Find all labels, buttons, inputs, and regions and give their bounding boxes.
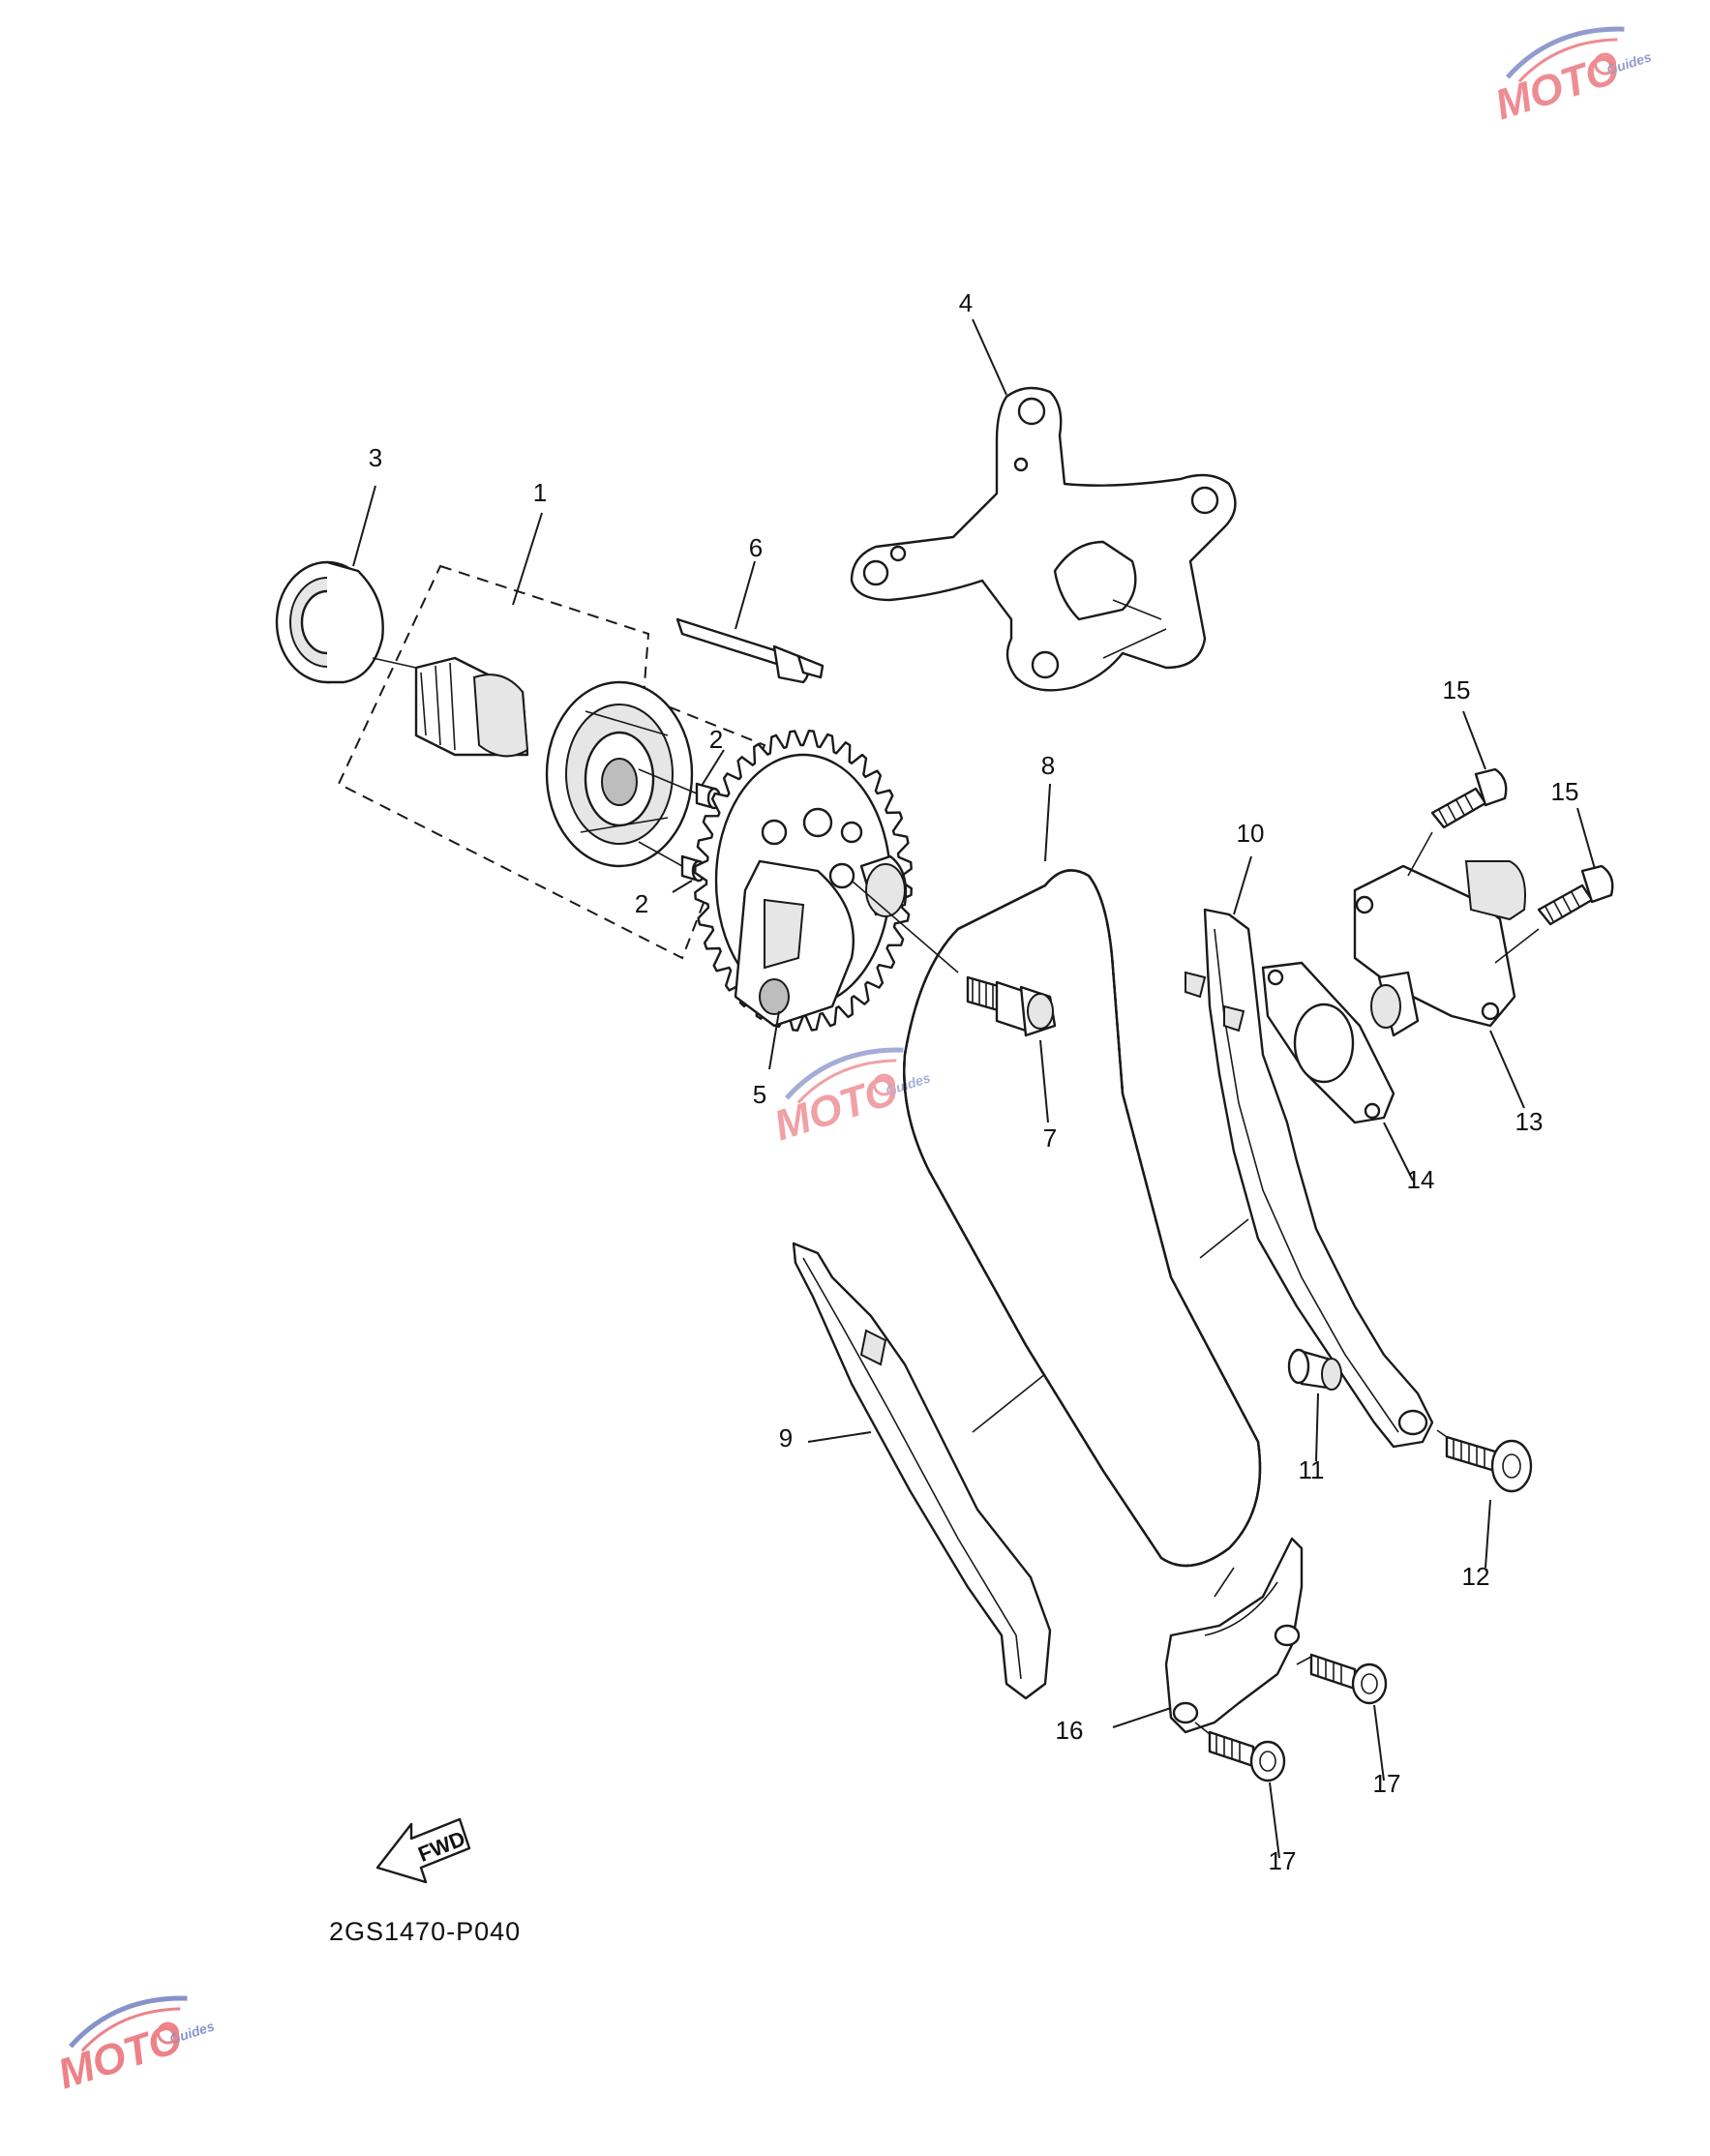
part-16-lower-guide [1112, 1537, 1304, 1734]
callout-1: 1 [533, 478, 547, 507]
watermark-brand-top: MOTO [1489, 45, 1625, 129]
watermark-logo-bottom: MOTO Guides [52, 1995, 216, 2099]
callout-10: 10 [1237, 819, 1265, 848]
callout-17-lower: 17 [1269, 1846, 1297, 1875]
part-6-pin [675, 560, 825, 684]
watermark-brand-middle: MOTO [768, 1065, 904, 1150]
fwd-arrow-icon: FWD [375, 1817, 471, 1884]
part-12-pivot-bolt [1436, 1429, 1533, 1569]
watermark-logo-middle: MOTO Guides [768, 1047, 932, 1151]
part-5-cam-sprocket [694, 730, 959, 1070]
callout-2-lower: 2 [635, 889, 648, 918]
part-10-tensioner-guide [1185, 855, 1434, 1449]
callout-5: 5 [753, 1080, 766, 1109]
callout-labels: 1 2 2 3 4 5 6 7 8 9 10 11 12 13 14 15 15… [369, 288, 1579, 1875]
part-7-bolt [966, 975, 1057, 1123]
part-4-plate [850, 318, 1237, 692]
part-1-camshaft-assembly [337, 512, 766, 960]
callout-4: 4 [959, 288, 973, 317]
watermark-logo-top: MOTO Guides [1489, 26, 1653, 130]
part-14-gasket [1261, 961, 1414, 1182]
gear-icon [873, 1073, 896, 1096]
callout-7: 7 [1043, 1123, 1057, 1153]
callout-14: 14 [1407, 1165, 1435, 1194]
part-15-bolts [1407, 710, 1614, 964]
gear-icon [157, 2021, 180, 2045]
callout-16: 16 [1056, 1716, 1084, 1745]
part-9-chain-guide [792, 1242, 1052, 1700]
callout-9: 9 [779, 1423, 793, 1452]
diagram-reference-code: 2GS1470-P040 [329, 1917, 521, 1946]
callout-2-upper: 2 [709, 725, 723, 754]
callout-11: 11 [1299, 1455, 1325, 1484]
callout-13: 13 [1515, 1107, 1544, 1136]
part-8-cam-chain [903, 783, 1262, 1568]
part-11-collar [1287, 1348, 1342, 1462]
callout-8: 8 [1041, 751, 1055, 780]
callout-15-right: 15 [1551, 777, 1579, 806]
part-17-bolts [1194, 1653, 1388, 1859]
callout-3: 3 [369, 443, 382, 472]
callout-15-left: 15 [1443, 675, 1471, 704]
gear-icon [1594, 52, 1617, 75]
part-3-bearing [275, 485, 384, 684]
watermark-brand-bottom: MOTO [52, 2014, 188, 2098]
callout-6: 6 [749, 533, 763, 562]
callout-17-right: 17 [1373, 1769, 1401, 1798]
part-13-tensioner [1353, 860, 1526, 1109]
callout-12: 12 [1462, 1562, 1490, 1591]
